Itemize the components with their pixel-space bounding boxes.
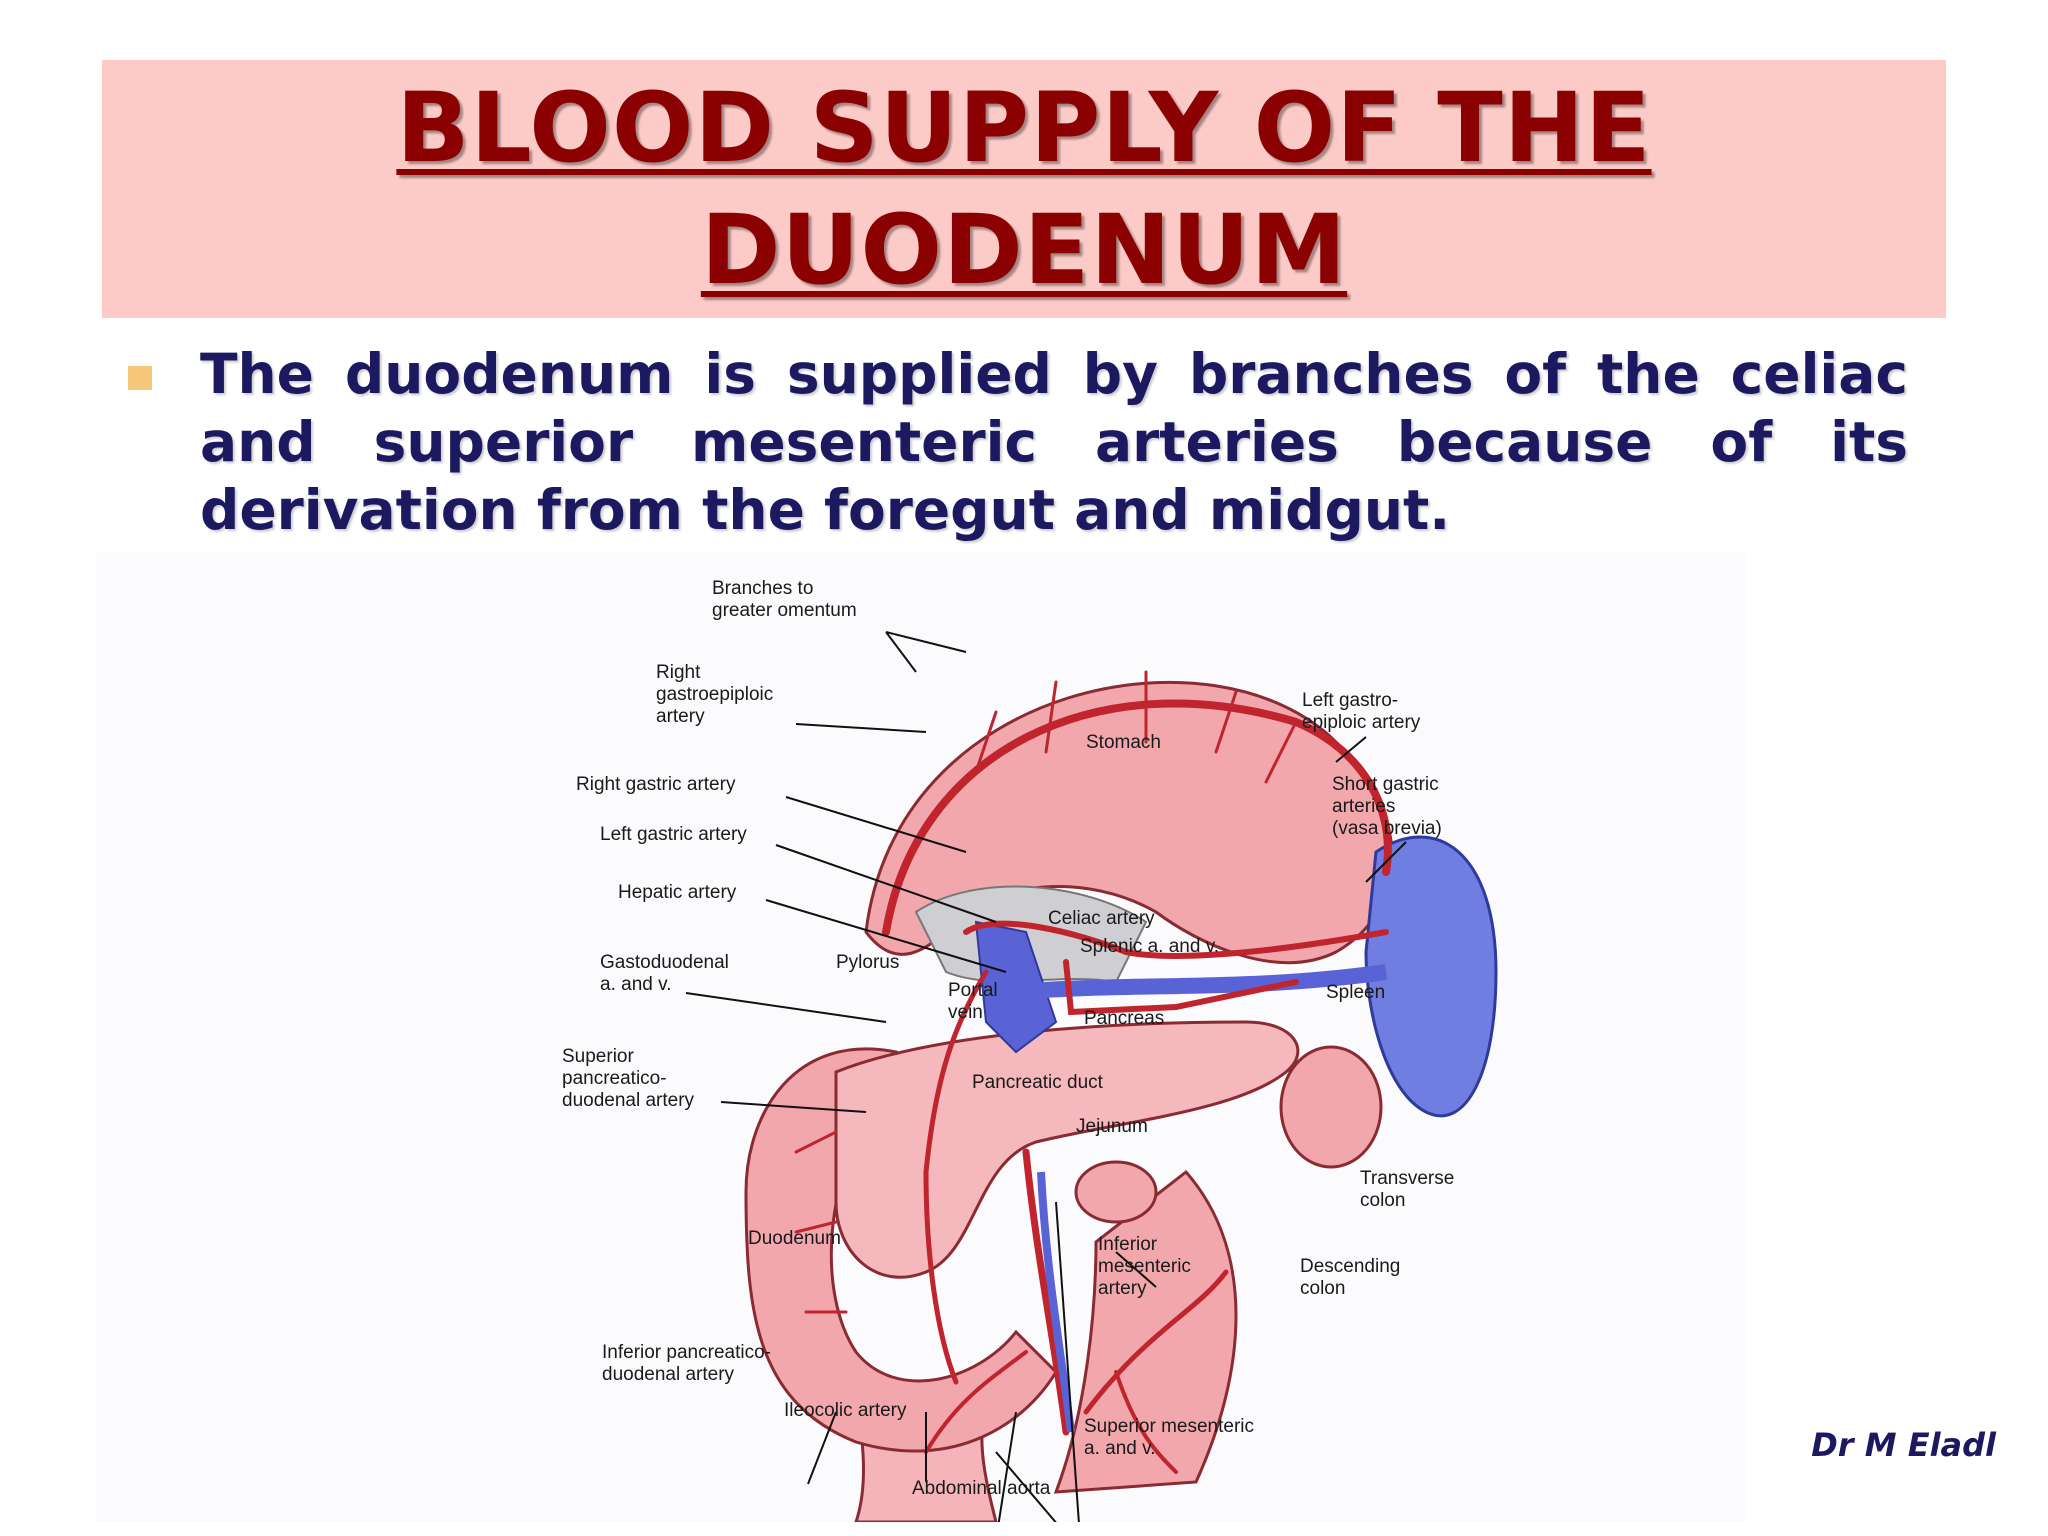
label-inf-pancreaticoduodenal-artery: Inferior pancreatico- duodenal artery (602, 1342, 771, 1385)
label-hepatic-artery: Hepatic artery (618, 882, 737, 903)
label-gastroduodenal: Gastoduodenal a. and v. (600, 952, 729, 995)
label-right-gastroepiploic-artery: Right gastroepiploic artery (656, 662, 774, 727)
pancreas-shape (834, 1020, 1300, 1279)
label-pylorus: Pylorus (836, 952, 900, 973)
label-right-gastric-artery: Right gastric artery (576, 774, 736, 795)
label-pancreas: Pancreas (1084, 1008, 1165, 1029)
label-sup-pancreaticoduodenal-artery: Superior pancreatico- duodenal artery (562, 1046, 695, 1111)
label-jejunum: Jejunum (1076, 1116, 1148, 1137)
splenic-vein-shape (1015, 964, 1388, 1000)
anatomy-figure: Branches to greater omentum Right gastro… (96, 552, 1746, 1522)
label-ileocolic-artery: Ileocolic artery (784, 1400, 907, 1421)
label-splenic-a-and-v: Splenic a. and v. (1080, 936, 1220, 957)
bullet-square-icon (128, 366, 152, 390)
author-credit: Dr M Eladl (1811, 1426, 1996, 1464)
slide-body-text: The duodenum is supplied by branches of … (200, 342, 1908, 542)
label-inf-mesenteric-artery: Inferior mesenteric artery (1098, 1234, 1191, 1299)
leader-lines (685, 631, 1407, 1522)
transverse-colon-shape (1279, 1045, 1383, 1169)
label-transverse-colon: Transverse colon (1360, 1168, 1455, 1211)
slide-title-line-1: BLOOD SUPPLY OF THE (396, 72, 1652, 184)
label-portal-vein: Portal vein (948, 980, 998, 1023)
label-sup-mesenteric: Superior mesenteric a. and v. (1084, 1416, 1255, 1459)
slide-title-line-2: DUODENUM (700, 194, 1348, 306)
label-stomach: Stomach (1086, 732, 1161, 753)
label-duodenum: Duodenum (748, 1228, 841, 1249)
artery-network (794, 670, 1392, 1474)
label-spleen: Spleen (1326, 982, 1386, 1003)
label-abdominal-aorta: Abdominal aorta (912, 1478, 1051, 1499)
label-celiac-artery: Celiac artery (1048, 908, 1155, 929)
anatomy-illustration (685, 631, 1498, 1522)
label-branches-greater-omentum: Branches to greater omentum (712, 578, 857, 621)
label-left-gastric-artery: Left gastric artery (600, 824, 747, 845)
title-banner: BLOOD SUPPLY OF THE DUODENUM (102, 60, 1946, 318)
label-left-gastroepiploic-artery: Left gastro- epiploic artery (1302, 690, 1421, 733)
jejunum-shape (1074, 1160, 1158, 1224)
sup-mesenteric-vein-shape (1037, 1171, 1075, 1433)
spleen-shape (1364, 835, 1498, 1118)
label-descending-colon: Descending colon (1300, 1256, 1401, 1299)
label-pancreatic-duct: Pancreatic duct (972, 1072, 1103, 1093)
label-short-gastric-arteries: Short gastric arteries (vasa brevia) (1332, 774, 1442, 839)
descending-colon-shape (1053, 1169, 1238, 1494)
